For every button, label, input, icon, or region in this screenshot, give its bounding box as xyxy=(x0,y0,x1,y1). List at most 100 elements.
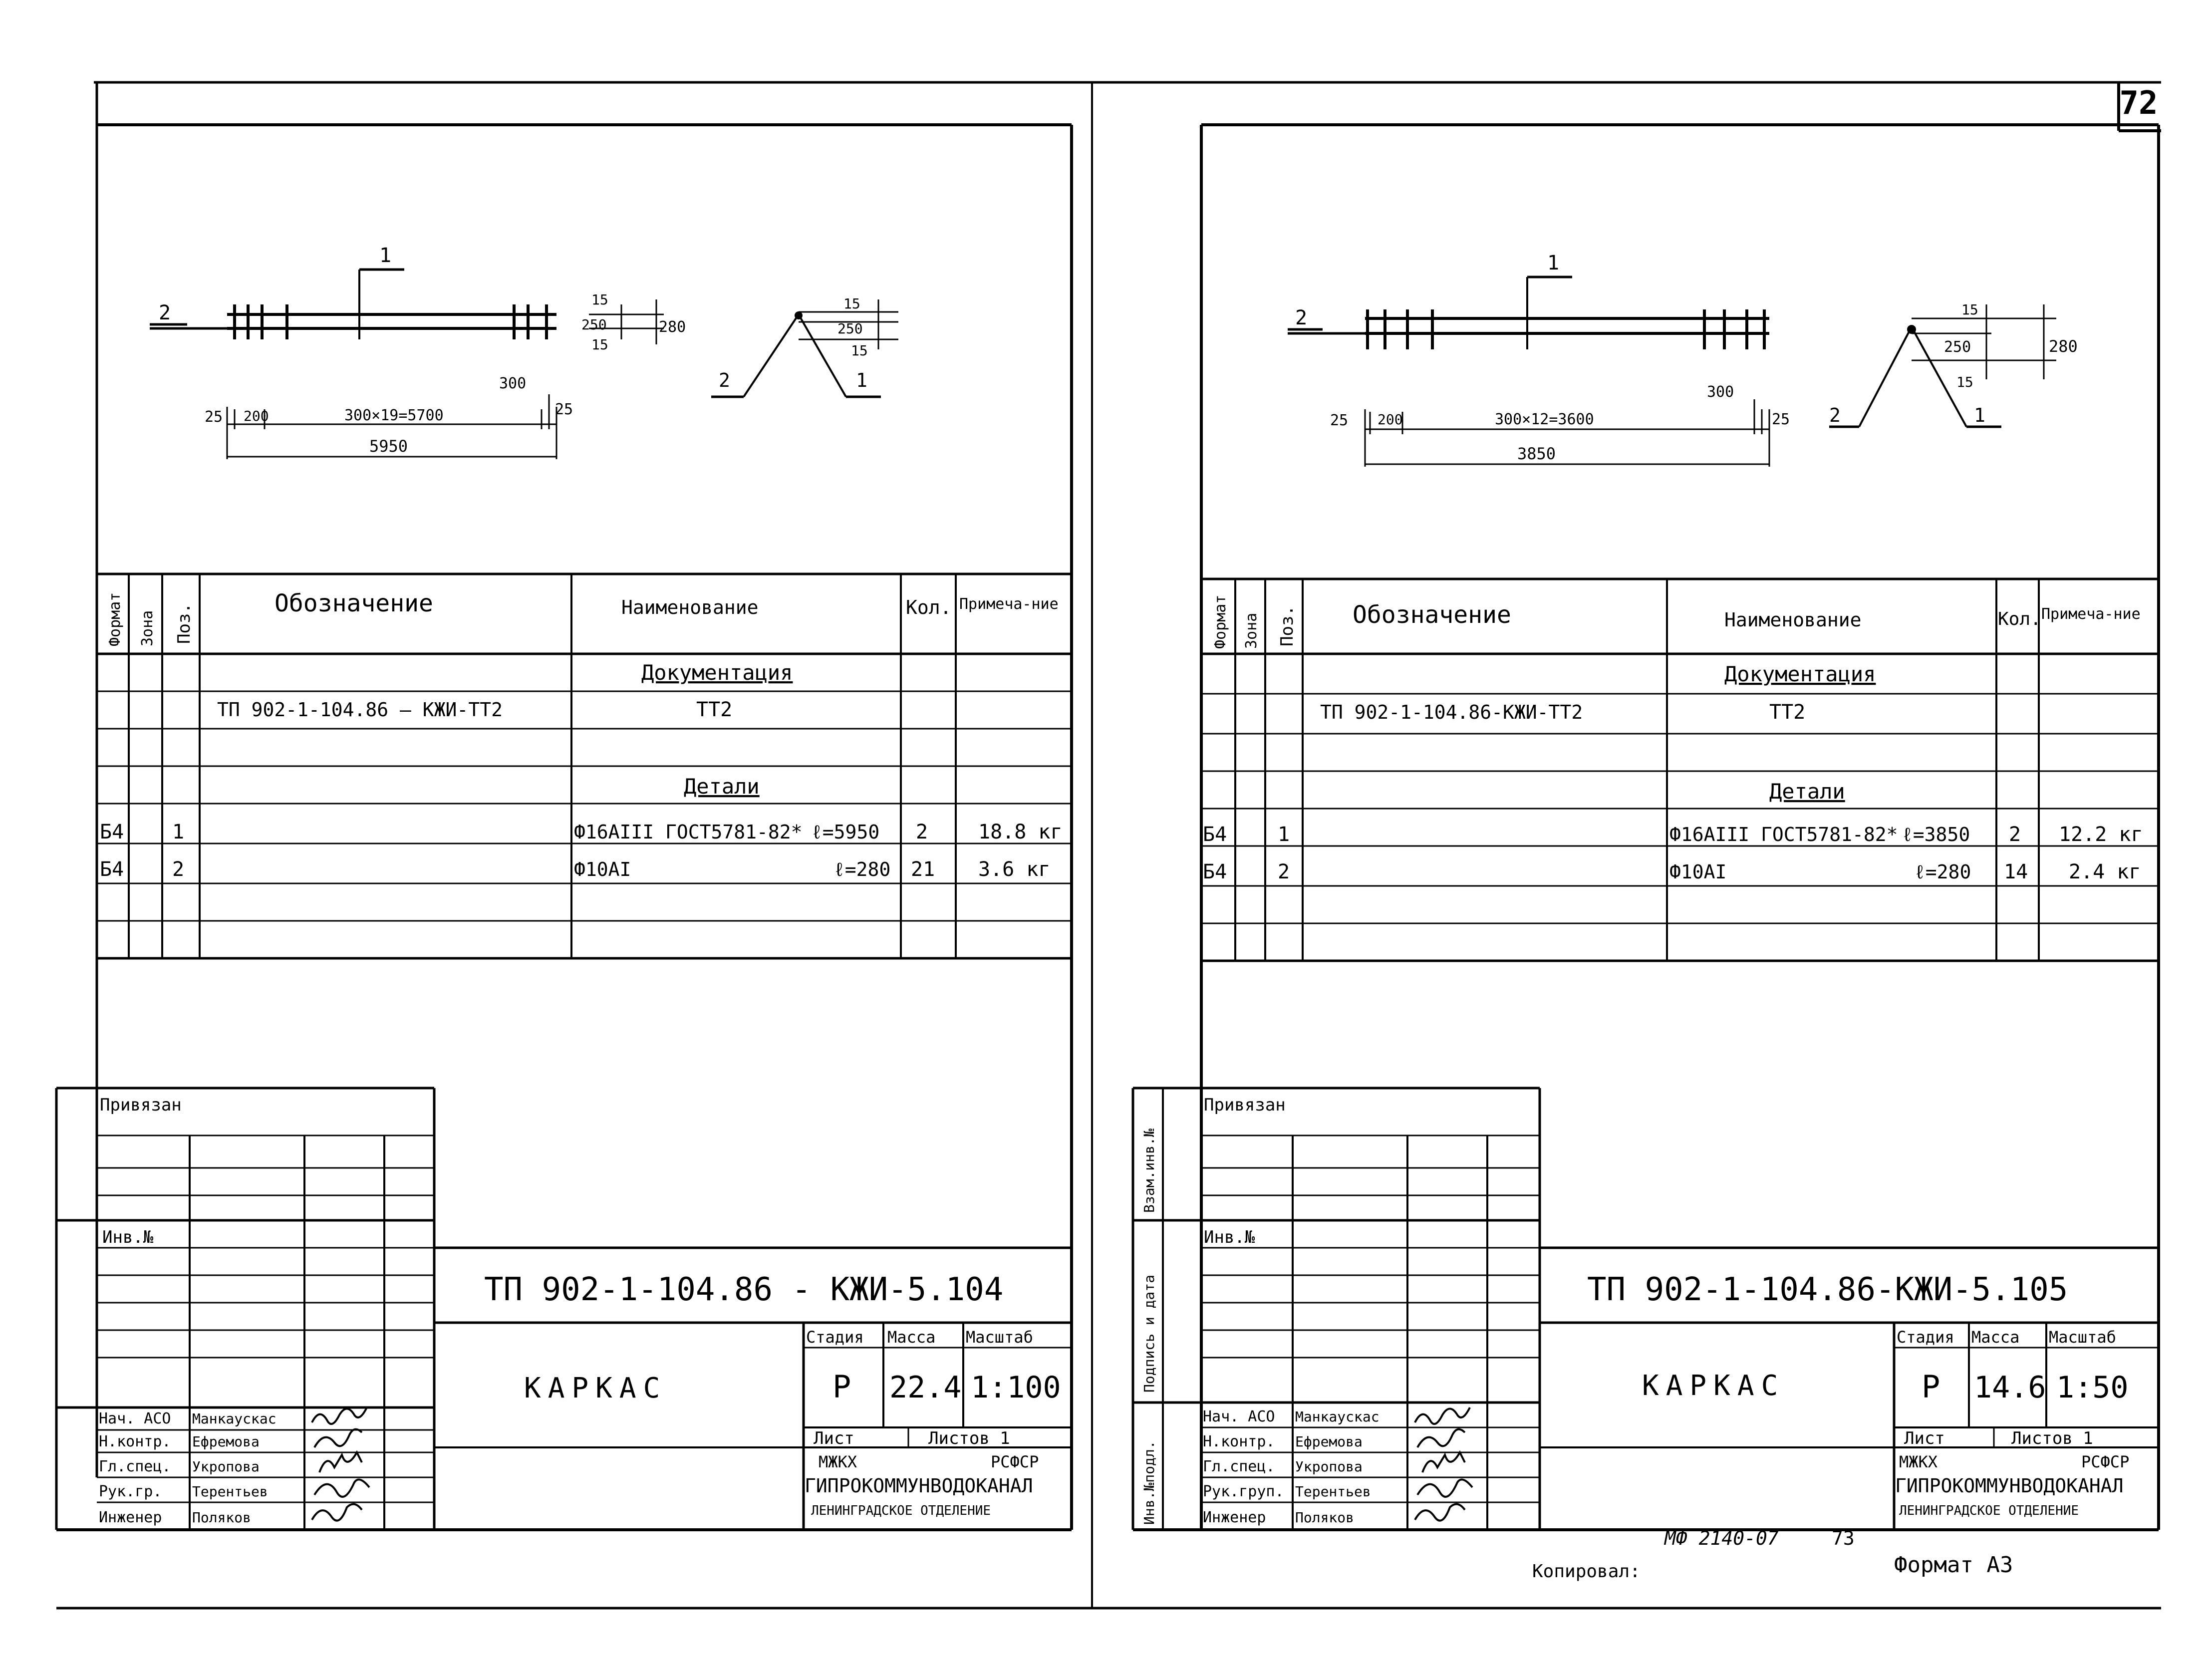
side-250: 250 xyxy=(837,320,863,337)
org-rsfsr: РСФСР xyxy=(991,1452,1039,1471)
mass-label-right: Масса xyxy=(1971,1328,2019,1347)
side-pos1: 1 xyxy=(856,369,867,391)
sheets-label: Листов 1 xyxy=(928,1428,1010,1448)
row1-qty: 2 xyxy=(916,821,928,843)
hdr-name-right: Наименование xyxy=(1724,609,1862,631)
row2-pos: 2 xyxy=(172,858,184,881)
hdr-pos-right: Поз. xyxy=(1277,605,1297,646)
frame-drawing-main xyxy=(150,268,557,459)
doc-designation: ТП 902-1-104.86 – КЖИ-ТТ2 xyxy=(217,699,503,721)
sec-15b: 15 xyxy=(591,336,608,353)
hdr-designation: Обозначение xyxy=(275,589,433,617)
mass-value-right: 14.6 xyxy=(1974,1370,2046,1405)
side-15b: 15 xyxy=(851,342,868,359)
side-15a: 15 xyxy=(843,295,860,312)
stage-value: Р xyxy=(832,1369,851,1405)
dim-right: 25 xyxy=(555,401,573,418)
person-2-right: Ефремова xyxy=(1295,1433,1363,1450)
sec-15a-right: 15 xyxy=(1961,301,1978,318)
row2-length-right: ℓ=280 xyxy=(1914,861,1971,883)
page-number: 72 xyxy=(2119,85,2158,122)
drawing-title: КАРКАС xyxy=(524,1372,667,1404)
person-3-right: Укропова xyxy=(1295,1458,1363,1475)
row2-note-right: 2.4 кг xyxy=(2069,860,2141,883)
role-3-right: Гл.спец. xyxy=(1203,1458,1275,1475)
main-pos1-label-right: 1 xyxy=(1547,252,1559,275)
spec-table-grid-right xyxy=(1201,577,2159,962)
privyazan-label-right: Привязан xyxy=(1204,1095,1286,1115)
mass-value: 22.4 xyxy=(889,1370,962,1405)
role-5-right: Инженер xyxy=(1203,1509,1266,1526)
person-3: Укропова xyxy=(192,1458,260,1475)
dim-200: 200 xyxy=(244,408,269,424)
role-2-right: Н.контр. xyxy=(1203,1433,1275,1450)
stage-label-right: Стадия xyxy=(1897,1328,1954,1347)
org-branch: ЛЕНИНГРАДСКОЕ ОТДЕЛЕНИЕ xyxy=(811,1503,991,1518)
doc-designation-right: ТП 902-1-104.86-КЖИ-ТТ2 xyxy=(1320,701,1583,723)
role-4-right: Рук.груп. xyxy=(1203,1483,1284,1500)
hdr-qty: Кол. xyxy=(906,596,952,618)
role-1: Нач. АСО xyxy=(99,1410,171,1427)
side-label-vzam: Взам.инв.№ xyxy=(1141,1128,1157,1213)
side-pos2-right: 2 xyxy=(1829,404,1841,426)
dim-main-right: 300×12=3600 xyxy=(1495,411,1594,428)
handwritten-signatures xyxy=(311,1407,370,1522)
hdr-zone: Зона xyxy=(139,610,156,646)
role-3: Гл.спец. xyxy=(99,1458,171,1475)
spec-table-grid xyxy=(97,572,1072,960)
outer-frame xyxy=(56,81,2161,1610)
archive-code: МФ 2140-07 xyxy=(1663,1527,1779,1549)
person-4-right: Терентьев xyxy=(1295,1483,1371,1500)
row1-name: Ф16АIII ГОСТ5781-82* xyxy=(574,821,803,843)
person-1-right: Манкаускас xyxy=(1295,1408,1380,1425)
org-name-right: ГИПРОКОММУНВОДОКАНАЛ xyxy=(1895,1475,2124,1497)
row2-pos-right: 2 xyxy=(1278,860,1290,883)
main-pos2-label-right: 2 xyxy=(1295,306,1307,329)
role-4: Рук.гр. xyxy=(99,1483,162,1500)
dim-left: 25 xyxy=(205,408,223,426)
role-5: Инженер xyxy=(99,1509,162,1526)
drawing-code-right: ТП 902-1-104.86-КЖИ-5.105 xyxy=(1587,1271,2068,1308)
row1-length: ℓ=5950 xyxy=(811,821,879,843)
row1-format-right: Б4 xyxy=(1203,823,1227,846)
sheets-label-right: Листов 1 xyxy=(2011,1428,2093,1448)
sheet-right: 1 2 25 200 300×12=3600 300 25 3850 15 25… xyxy=(1131,123,2160,1531)
row1-name-right: Ф16АIII ГОСТ5781-82* xyxy=(1669,824,1898,845)
person-2: Ефремова xyxy=(192,1433,260,1450)
hdr-pos: Поз. xyxy=(174,603,194,644)
hdr-zone-right: Зона xyxy=(1243,613,1260,649)
hdr-qty-right: Кол. xyxy=(1998,609,2041,629)
role-2: Н.контр. xyxy=(99,1433,171,1450)
row2-format: Б4 xyxy=(100,858,124,881)
drawing-code: ТП 902-1-104.86 - КЖИ-5.104 xyxy=(484,1271,1003,1308)
org-mzhkh: МЖКХ xyxy=(819,1452,857,1471)
row2-qty-right: 14 xyxy=(2004,860,2028,883)
side-label-podpis: Подпись и дата xyxy=(1141,1275,1157,1393)
mass-label: Масса xyxy=(887,1328,935,1347)
section-parts: Детали xyxy=(684,774,760,799)
row2-name-right: Ф10АI xyxy=(1669,861,1726,883)
row1-note-right: 12.2 кг xyxy=(2059,823,2143,846)
copied-by: Копировал: xyxy=(1532,1561,1641,1582)
dim-300-right: 300 xyxy=(1707,383,1734,401)
sec-250-right: 250 xyxy=(1944,338,1971,356)
row2-format-right: Б4 xyxy=(1203,860,1227,883)
side-pos1-right: 1 xyxy=(1974,404,1985,426)
dim-main: 300×19=5700 xyxy=(344,407,444,424)
row1-format: Б4 xyxy=(100,821,124,843)
stage-value-right: Р xyxy=(1922,1369,1940,1405)
inv-no-label: Инв.№ xyxy=(102,1227,154,1247)
main-pos2-label: 2 xyxy=(159,301,171,324)
org-rsfsr-right: РСФСР xyxy=(2081,1452,2129,1471)
doc-name-right: ТТ2 xyxy=(1769,701,1805,724)
archive-page: 73 xyxy=(1832,1527,1855,1549)
row1-note: 18.8 кг xyxy=(978,821,1063,843)
scale-value: 1:100 xyxy=(971,1370,1061,1405)
dim-300: 300 xyxy=(499,375,526,392)
main-pos1-label: 1 xyxy=(379,244,391,267)
person-4: Терентьев xyxy=(192,1483,268,1500)
hdr-note: Примеча-ние xyxy=(959,595,1059,613)
org-name: ГИПРОКОММУНВОДОКАНАЛ xyxy=(805,1475,1033,1497)
drawing-title-right: КАРКАС xyxy=(1642,1370,1785,1402)
